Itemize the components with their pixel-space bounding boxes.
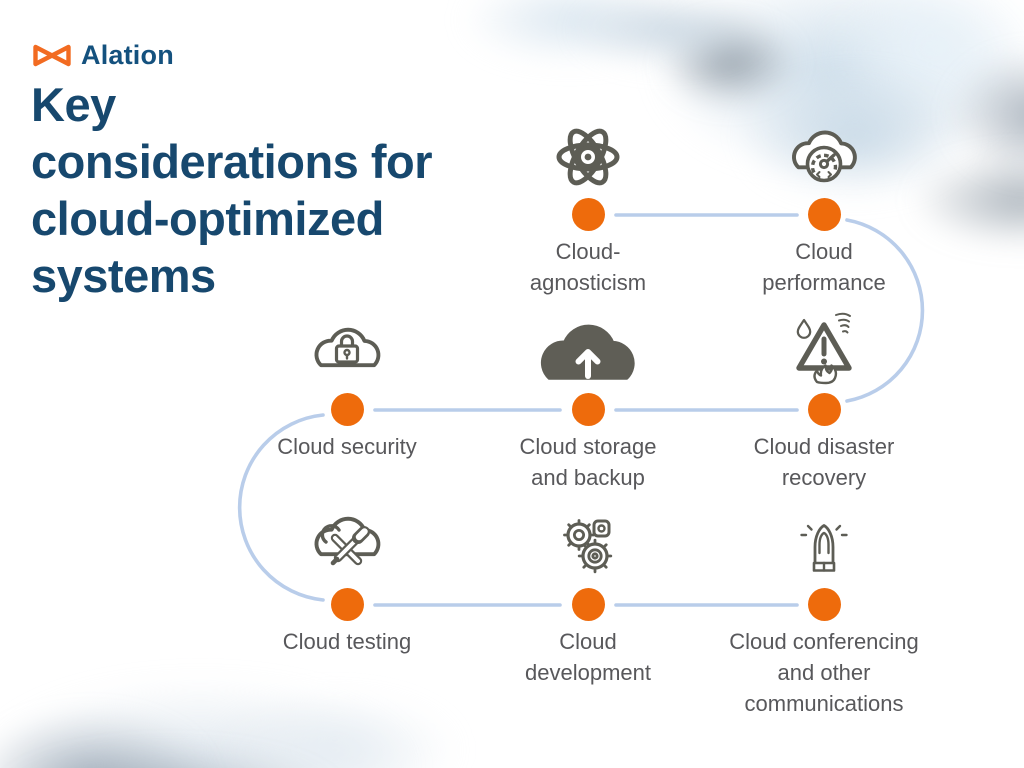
timeline-dot: [571, 588, 605, 621]
item-label: Cloud testing: [282, 629, 412, 654]
atom-icon: [548, 117, 628, 197]
alation-logo-text: Alation: [81, 40, 174, 70]
title-line: considerations for: [31, 135, 433, 188]
timeline-dot: [807, 393, 841, 426]
item-cloud-conferencing: Cloud conferencing and other communicati…: [674, 495, 974, 735]
timeline-dot: [807, 588, 841, 621]
cloud-gauge-icon: [784, 117, 864, 197]
item-cloud-security: Cloud security: [197, 300, 497, 540]
item-cloud-storage-and-backup: Cloud storage and backup: [438, 300, 738, 540]
timeline-dot: [330, 588, 364, 621]
item-label: Cloud performance: [762, 239, 886, 295]
timeline-dot: [330, 393, 364, 426]
cloud-lock-icon: [307, 312, 387, 392]
page-title: Key considerations for cloud-optimized s…: [31, 76, 591, 304]
timeline-dot: [571, 198, 605, 231]
item-label: Cloud disaster recovery: [753, 434, 895, 490]
timeline-dot: [571, 393, 605, 426]
item-label: Cloud- agnosticism: [529, 239, 647, 295]
timeline-dot: [807, 198, 841, 231]
item-cloud-development: Cloud development: [438, 495, 738, 735]
item-label: Cloud development: [525, 629, 651, 685]
warning-triangle-icon: [782, 308, 866, 392]
alation-bowtie-icon: [32, 41, 72, 70]
title-line: cloud-optimized: [31, 192, 384, 245]
gears-icon: [548, 507, 628, 587]
cloud-tools-icon: [306, 505, 388, 587]
item-cloud-agnosticism: Cloud- agnosticism: [438, 105, 738, 345]
cloud-upload-icon: [540, 320, 636, 392]
item-cloud-disaster-recovery: Cloud disaster recovery: [674, 300, 974, 540]
title-line: Key: [31, 78, 116, 131]
title-line: systems: [31, 249, 216, 302]
item-cloud-performance: Cloud performance: [674, 105, 974, 345]
item-cloud-testing: Cloud testing: [197, 495, 497, 735]
item-label: Cloud storage and backup: [519, 434, 657, 490]
item-label: Cloud conferencing and other communicati…: [729, 629, 919, 716]
alation-logo: Alation: [32, 40, 174, 71]
item-label: Cloud security: [277, 434, 417, 459]
praying-hands-icon: [784, 507, 864, 587]
